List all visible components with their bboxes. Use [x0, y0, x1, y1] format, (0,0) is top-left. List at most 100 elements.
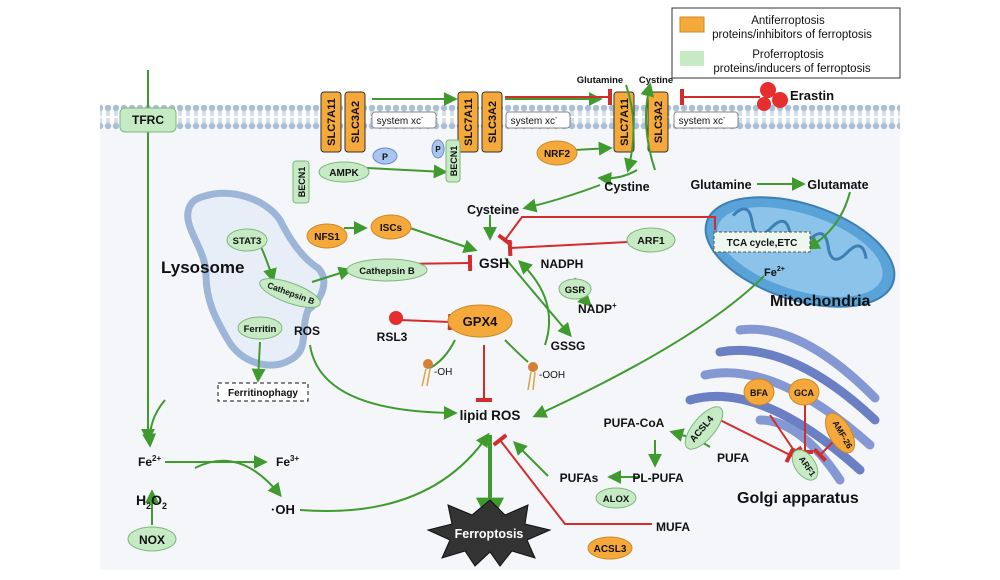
acsl4-node	[684, 406, 724, 450]
erastin-label: Erastin	[790, 88, 834, 103]
nrf2-node	[536, 140, 578, 166]
p-node-2	[431, 139, 445, 159]
legend-anti-desc: proteins/inhibitors of ferroptosis	[712, 29, 872, 41]
p-label-1: P	[382, 152, 388, 162]
alox-label: ALOX	[603, 494, 630, 505]
glutamine-top: Glutamine	[577, 75, 623, 86]
becn1-right-label: BECN1	[449, 146, 459, 177]
legend-anti-swatch	[679, 16, 705, 33]
pufa-coa-label: PUFA-CoA	[604, 416, 665, 430]
alox-node	[595, 487, 637, 509]
ampk-label: AMPK	[329, 168, 359, 179]
activation-arrows	[141, 70, 851, 526]
fe2-mito-label: Fe2+	[764, 266, 785, 279]
transporter-1: SLC7A11 SLC3A2 system xc-	[320, 91, 437, 153]
nox-node	[127, 526, 177, 552]
rsl3-label: RSL3	[377, 330, 408, 344]
gsh-label: GSH	[479, 255, 509, 271]
slc3a2-1: SLC3A2	[350, 101, 362, 143]
cysteine-label: Cysteine	[467, 203, 519, 217]
fe3-label: Fe3+	[276, 454, 299, 469]
acsl3-node	[587, 536, 633, 560]
ampk-node	[318, 161, 370, 183]
erastin: Erastin	[757, 82, 834, 111]
cathepsin-b-node	[346, 258, 428, 282]
pl-pufa-label: PL-PUFA	[632, 471, 684, 485]
nfs1-node	[306, 223, 348, 249]
ferritinophagy-label: Ferritinophagy	[228, 388, 298, 399]
ros-label: ROS	[294, 324, 320, 338]
slc7a11-2: SLC7A11	[463, 98, 475, 146]
rsl3-dot	[389, 311, 403, 325]
legend-pro-desc: proteins/inducers of ferroptosis	[713, 63, 870, 75]
slc3a2-3: SLC3A2	[653, 101, 665, 143]
ooh-to-gpx4	[504, 339, 529, 363]
gca-label: GCA	[794, 388, 815, 398]
ferritinophagy-node	[217, 382, 309, 402]
inhibition-arrows	[397, 89, 836, 525]
arf1-label: ARF1	[637, 235, 665, 247]
gsr-node	[558, 278, 592, 300]
arf1-golgi-node	[791, 449, 819, 481]
nrf2-label: NRF2	[544, 149, 571, 160]
amf26-node	[824, 412, 856, 454]
pufa-label: PUFA	[717, 451, 749, 465]
stat3-node	[226, 228, 268, 252]
oh-radical-label: ·OH	[271, 502, 295, 517]
legend: Antiferroptosis proteins/inhibitors of f…	[671, 7, 901, 79]
tfrc-node	[119, 107, 177, 133]
bfa-label: BFA	[750, 388, 769, 398]
p-label-2: P	[435, 145, 441, 154]
legend-anti-label: Antiferroptosis	[751, 15, 825, 27]
nadp-label: NADP+	[578, 301, 617, 316]
gpx4-label: GPX4	[463, 314, 498, 329]
slc3a2-2: SLC3A2	[487, 101, 499, 143]
nadph-label: NADPH	[541, 257, 584, 271]
becn1-left-label: BECN1	[297, 167, 307, 198]
gssg-label: GSSG	[551, 339, 586, 353]
nfs1-label: NFS1	[314, 232, 340, 243]
glutamine-label: Glutamine	[690, 178, 751, 192]
cathepsin-b-label: Cathepsin B	[359, 266, 415, 277]
mufa-label: MUFA	[656, 520, 690, 534]
legend-pro-swatch	[680, 51, 704, 66]
lipid-oh-icon: -OH	[421, 359, 452, 387]
acsl3-label: ACSL3	[594, 544, 627, 555]
mitochondria-label: Mitochondria	[770, 293, 871, 310]
lysosome-label: Lysosome	[161, 258, 244, 277]
transporter-2: SLC7A11 SLC3A2 system xc-	[457, 91, 571, 153]
gsr-label: GSR	[565, 285, 586, 296]
lipid-ros-label: lipid ROS	[460, 408, 521, 423]
oh-group-label: -OH	[434, 367, 452, 378]
cystine-label: Cystine	[604, 180, 649, 194]
iscs-label: ISCs	[380, 223, 403, 234]
arf1-node	[626, 227, 676, 253]
becn1-left	[292, 160, 310, 204]
gpx4-node	[447, 304, 513, 338]
system-xc-3: system xc-	[679, 115, 726, 127]
pufas-label: PUFAs	[560, 471, 599, 485]
system-xc-2: system xc-	[511, 115, 558, 127]
system-xc-1: system xc-	[377, 115, 424, 127]
slc7a11-1: SLC7A11	[326, 98, 338, 146]
tca-label: TCA cycle,ETC	[727, 238, 798, 249]
cathepsin-b-lys-node	[259, 278, 321, 308]
transporter-3: SLC7A11 SLC3A2 system xc-	[613, 82, 739, 173]
lysosome	[184, 189, 328, 369]
golgi-label: Golgi apparatus	[737, 490, 859, 507]
p-node-1	[372, 147, 398, 165]
glutamate-label: Glutamate	[807, 178, 868, 192]
h2o2-label: H2O2	[136, 492, 167, 511]
ferroptosis-label: Ferroptosis	[455, 527, 524, 541]
bfa-node	[743, 378, 775, 406]
ferritin-node	[237, 316, 283, 340]
gca-node	[788, 378, 820, 406]
nox-label: NOX	[139, 533, 165, 547]
becn1-right	[445, 139, 461, 183]
iscs-node	[370, 214, 412, 240]
ferritin-label: Ferritin	[244, 324, 277, 335]
lipid-ooh-icon: -OOH	[527, 362, 565, 391]
fe2-label: Fe2+	[138, 454, 161, 469]
